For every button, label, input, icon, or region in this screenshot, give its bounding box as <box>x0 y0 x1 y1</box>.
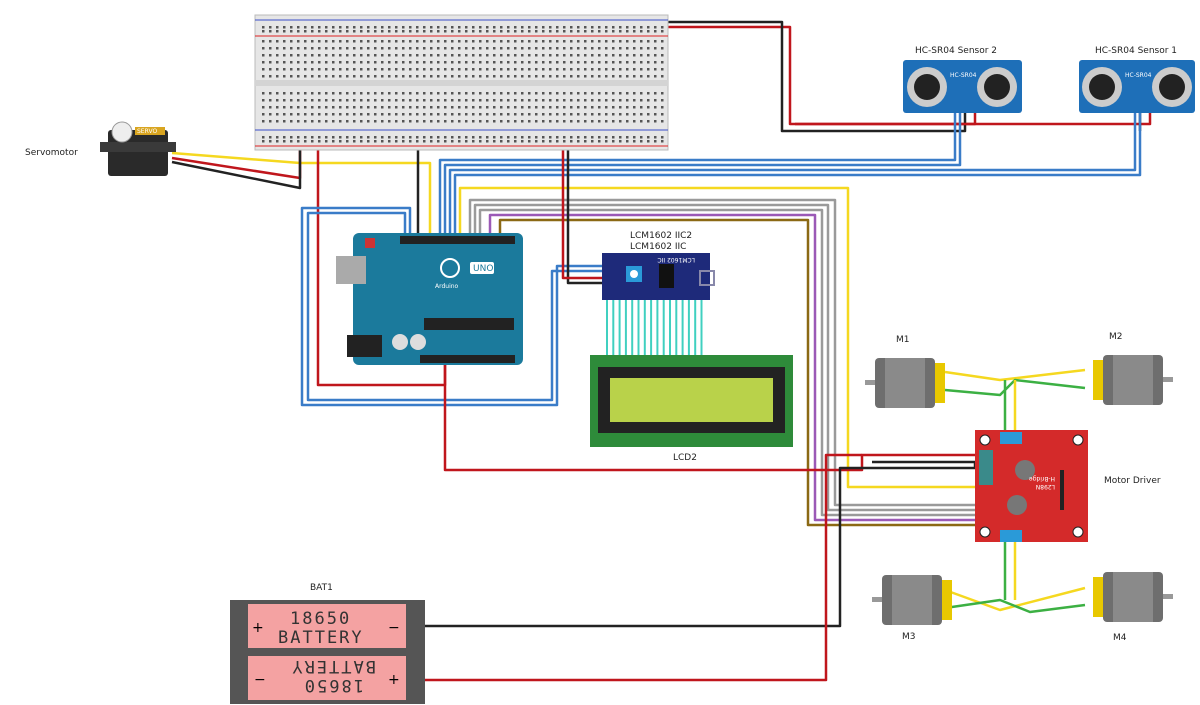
dc-motor-m2 <box>1093 355 1173 405</box>
yellow-wire <box>171 151 432 240</box>
arduino-uno: UNO Arduino <box>336 233 523 365</box>
blue-wire <box>438 112 957 240</box>
battery-cell-1: 18650 BATTERY + − <box>230 600 425 652</box>
m4-label: M4 <box>1113 633 1127 643</box>
purple-wire <box>488 213 975 522</box>
yellow-wire <box>458 186 975 489</box>
yellow-wire <box>944 368 1086 382</box>
green-wire <box>944 378 1086 397</box>
servo-text: SERVO <box>137 128 157 135</box>
yellow-wire <box>944 586 1086 612</box>
minus-sign: − <box>254 672 266 688</box>
driver-bridge-text: H-Bridge <box>1029 475 1055 482</box>
sensor2-label: HC-SR04 Sensor 2 <box>915 46 997 56</box>
brown-wire <box>498 218 975 527</box>
sensor-text: HC-SR04 <box>950 72 977 79</box>
battery-word: BATTERY <box>290 656 376 676</box>
dc-motor-m4 <box>1093 572 1173 622</box>
dc-motor-m3 <box>872 575 952 625</box>
minus-sign: − <box>388 620 400 636</box>
red-wire <box>443 365 975 472</box>
servo-motor: SERVO <box>100 121 176 176</box>
black-wire <box>425 466 975 628</box>
gray-wire <box>468 198 975 507</box>
driver-chip-text: L298N <box>1036 483 1055 490</box>
lcd-label: LCD2 <box>673 453 697 463</box>
gray-wire <box>478 208 975 517</box>
blue-wire <box>448 112 1137 240</box>
green-wire <box>944 598 1086 614</box>
i2c-label-2: LCM1602 IIC <box>630 242 686 252</box>
blue-wire <box>300 206 602 407</box>
arduino-brand: Arduino <box>435 283 459 290</box>
i2c-text: LCM1602 IIC <box>657 256 695 263</box>
plus-sign: + <box>252 620 264 636</box>
i2c-label-1: LCM1602 IIC2 <box>630 231 692 241</box>
ultrasonic-sensor-1: HC-SR04 <box>1079 60 1195 113</box>
battery-cell-2: 18650 BATTERY − + <box>230 652 425 704</box>
m2-label: M2 <box>1109 332 1123 342</box>
lcd-display <box>590 355 793 447</box>
gray-wire <box>473 203 975 512</box>
blue-wire <box>453 112 1142 240</box>
black-wire <box>171 146 302 190</box>
ultrasonic-sensor-2: HC-SR04 <box>903 60 1022 113</box>
servo-label: Servomotor <box>25 148 78 158</box>
sensor-text: HC-SR04 <box>1125 72 1152 79</box>
i2c-module: LCM1602 IIC <box>602 253 715 300</box>
blue-wire <box>306 211 602 402</box>
breadboard <box>254 14 669 151</box>
red-wire <box>425 453 862 682</box>
plus-sign: + <box>388 672 400 688</box>
m3-label: M3 <box>902 632 916 642</box>
sensor1-label: HC-SR04 Sensor 1 <box>1095 46 1177 56</box>
blue-wire <box>443 112 962 240</box>
battery-model: 18650 <box>290 609 351 629</box>
red-wire <box>668 25 1152 126</box>
wires <box>171 20 1152 682</box>
arduino-model: UNO <box>473 264 493 274</box>
battery-model: 18650 <box>303 675 364 695</box>
battery-label: BAT1 <box>310 583 333 593</box>
black-wire <box>566 146 602 285</box>
red-wire <box>561 146 602 280</box>
m1-label: M1 <box>896 335 910 345</box>
dc-motor-m1 <box>865 358 945 408</box>
driver-label: Motor Driver <box>1104 476 1161 486</box>
battery-word: BATTERY <box>278 628 364 648</box>
red-wire <box>795 112 977 126</box>
motor-driver-board: L298N H-Bridge <box>975 430 1088 542</box>
